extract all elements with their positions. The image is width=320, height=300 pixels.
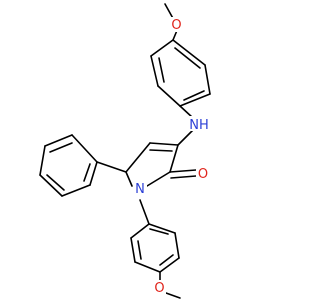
bond [39,145,46,176]
bond [172,39,206,66]
aromatic-double-bond [149,228,169,235]
label-carbonyl-o: O [196,166,209,182]
bond [148,223,176,234]
bond [71,134,98,163]
label-ring-n: N [133,180,147,197]
oxygen-label-bottom: O [154,281,164,296]
bond [159,257,180,273]
label-methoxy-o-top: O [170,17,183,33]
aromatic-double-bond [137,240,142,260]
double-bond-c2-o [170,175,197,179]
bond-o-methyl-bottom [165,292,181,299]
label-amine-nh: NH [187,116,211,133]
aromatic-double-bond [159,254,174,266]
bond [39,174,63,197]
top-aryl-ring [150,39,211,107]
bond-c3-c4 [149,142,179,146]
structure-canvas: O NH N O O [39,3,211,299]
pyrrolone-ring [125,142,197,187]
double-bond-c3-c4 [149,149,173,152]
aromatic-double-bond [183,90,205,101]
aromatic-double-bond [49,142,73,153]
label-methoxy-o-bottom: O [153,280,166,296]
bond [130,223,150,239]
bond [61,184,91,197]
bond [179,93,211,107]
aromatic-double-bond [46,174,65,191]
phenyl-ring [39,134,127,197]
bond-c2-c3 [169,144,179,173]
nh-label: NH [189,118,209,133]
bottom-methoxy-group [159,271,181,299]
bond [89,161,98,186]
bond-c5-phenyl [96,161,127,173]
ring-nitrogen-label: N [135,182,145,197]
bond-c5-n1 [125,171,133,187]
aromatic-double-bond [174,47,201,69]
bottom-aryl-ring [130,199,180,273]
bond-c2-o [169,169,197,173]
bond [174,232,180,259]
bond [44,134,73,147]
carbonyl-oxygen-label: O [198,167,208,182]
oxygen-label-top: O [171,18,181,33]
bond-n1-c2 [146,171,171,187]
bond-c4-c5 [125,142,151,173]
aromatic-double-bond [83,163,91,182]
bond [150,55,159,87]
bond [157,85,181,107]
chemical-structure-diagram: O NH N O O [39,3,211,299]
aromatic-double-bond [158,57,165,83]
bond-nh-c3 [177,129,194,146]
bond-n1-aryl [139,199,150,225]
bond [150,39,174,57]
bond [134,261,161,273]
bond [204,64,211,95]
bond [130,237,136,263]
